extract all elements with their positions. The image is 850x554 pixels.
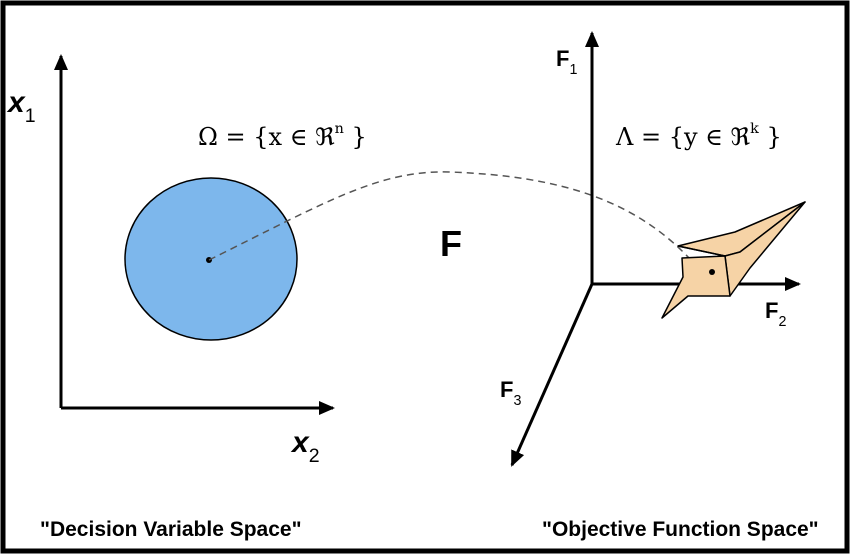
f1-axis-label: F1	[556, 46, 577, 78]
f3-axis	[510, 283, 594, 467]
decision-space-caption: "Decision Variable Space"	[40, 518, 302, 541]
decision-set-formula: Ω = {x ∈ ℜn }	[198, 121, 367, 151]
mapping-label: F	[440, 223, 462, 264]
f2-axis-label: F2	[765, 298, 786, 330]
objective-set-formula: Λ = {y ∈ ℜk }	[615, 121, 782, 151]
f3-axis-label: F3	[500, 377, 521, 409]
objective-space-caption: "Objective Function Space"	[542, 518, 819, 541]
objective-point	[709, 269, 715, 275]
x1-axis-label: x1	[6, 86, 36, 127]
x2-axis-label: x2	[290, 426, 320, 467]
